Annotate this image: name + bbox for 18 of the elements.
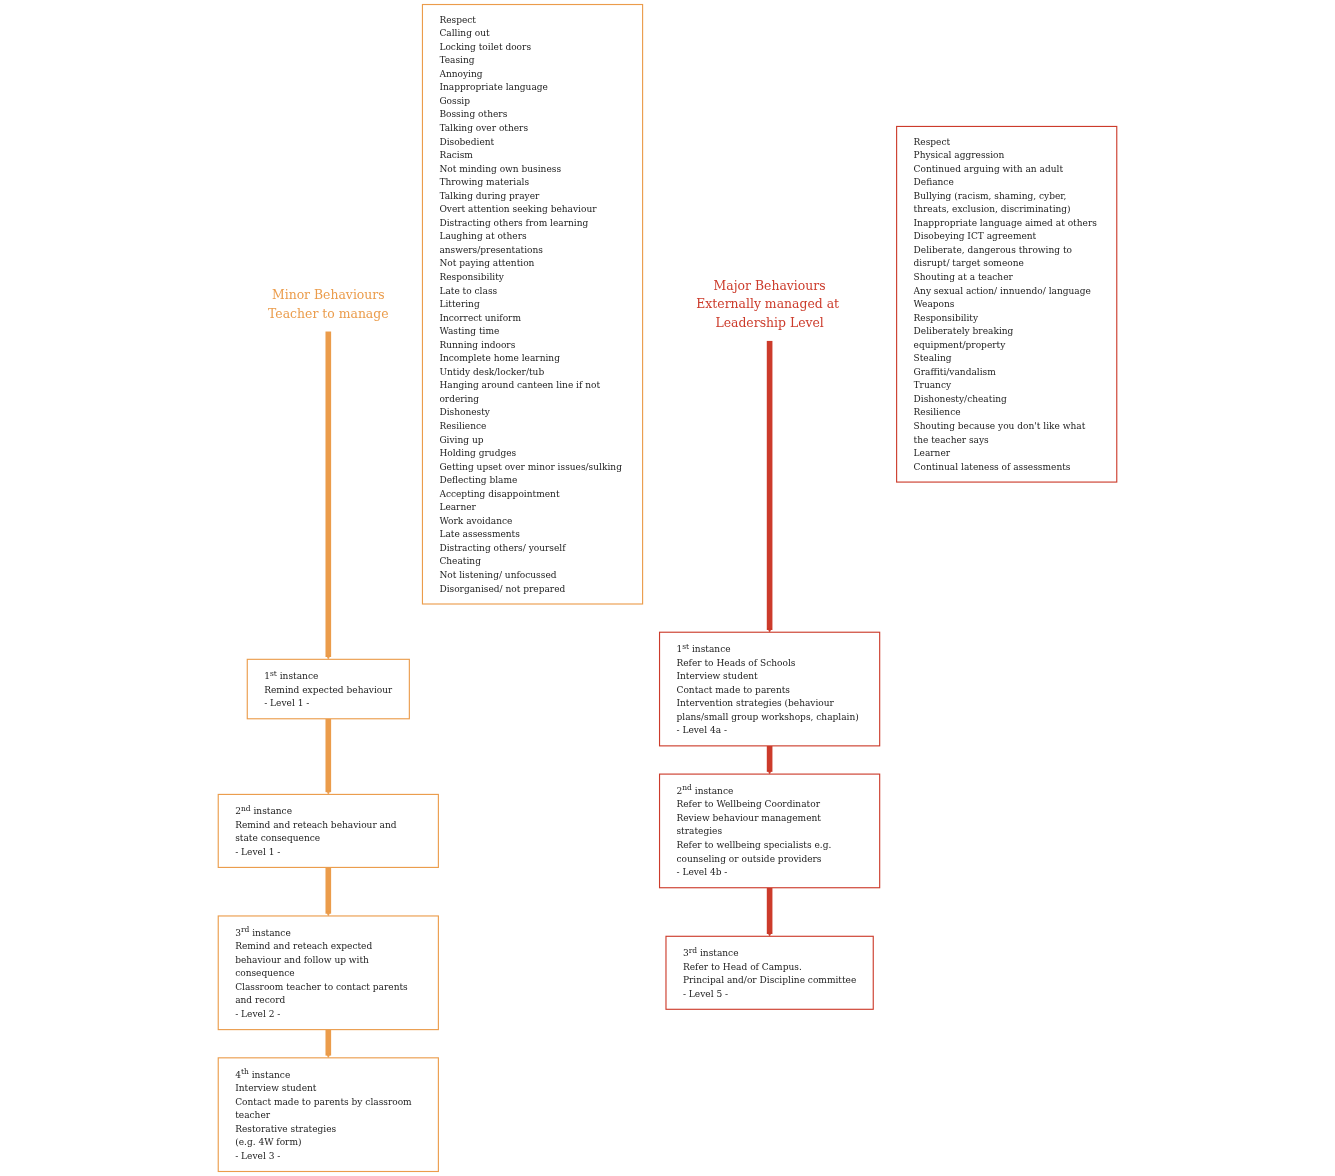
node-box: 1$^{st}$ instance Remind expected behaviour - Level 1 - (246, 658, 410, 720)
arrow (325, 331, 332, 660)
node-box: 1$^{st}$ instance Refer to Heads of Schools Interview student Contact made to parents Intervention strategies (behaviour plans/small group workshops, chaplain) - Level 4a - (658, 631, 881, 747)
node-box: 3$^{rd}$ instance Remind and reteach expected behaviour and follow up with consequence Classroom teacher to contact parents and record - Level 2 - (217, 915, 439, 1031)
arrow (766, 745, 773, 775)
node-box: 2$^{nd}$ instance Refer to Wellbeing Coordinator Review behaviour management strategies Refer to wellbeing specialists e.g. counseling or outside providers - Level 4b - (658, 773, 881, 889)
node-text: Major Behaviours Externally managed at Leadership Level (696, 278, 840, 330)
node-box: Respect Physical aggression Continued arguing with an adult Defiance Bullying (racism, shaming, cyber, threats, exclusion, discriminating) Inappropriate language aimed at others Disobeying ICT agreement Deliberate, dangerous throwing to disrupt/ target someone Shouting at a teacher Any sexual action/ innuendo/ language Weapons Responsibility Deliberately breaking equipment/property Stealing Graffiti/vandalism Truancy Dishonesty/cheating Resilience Shouting because you don't like what the teacher says Learner Continual lateness of assessments (896, 125, 1118, 483)
node-box: 4$^{th}$ instance Interview student Contact made to parents by classroom teacher Restorative strategies (e.g. 4W form) - Level 3 - (217, 1057, 439, 1173)
node-box: 2$^{nd}$ instance Remind and reteach behaviour and state consequence - Level 1 - (217, 793, 439, 868)
arrow (325, 718, 332, 795)
node-text: Minor Behaviours Teacher to manage (268, 287, 389, 321)
arrow (766, 887, 773, 937)
arrow (325, 1029, 332, 1059)
arrow (325, 867, 332, 917)
node-box: Respect Calling out Locking toilet doors Teasing Annoying Inappropriate language Gossip Bossing others Talking over others Disobedient Racism Not minding own business Throwing materials Talking during prayer Overt attention seeking behaviour Distracting others from learning Laughing at others answers/presentations Not paying attention Responsibility Late to class Littering Incorrect uniform Wasting time Running indoors Incomplete home learning Untidy desk/locker/tub Hanging around canteen line if not ordering Dishonesty Resilience Giving up Holding grudges Getting upset over minor issues/sulking Deflecting blame Accepting disappointment Learner Work avoidance Late assessments Distracting others/ yourself Cheating Not listening/ unfocussed Disorganised/ not prepared (421, 3, 644, 605)
arrow (766, 340, 773, 633)
node-box: 3$^{rd}$ instance Refer to Head of Campus. Principal and/or Discipline committee - Level 5 - (665, 935, 874, 1010)
